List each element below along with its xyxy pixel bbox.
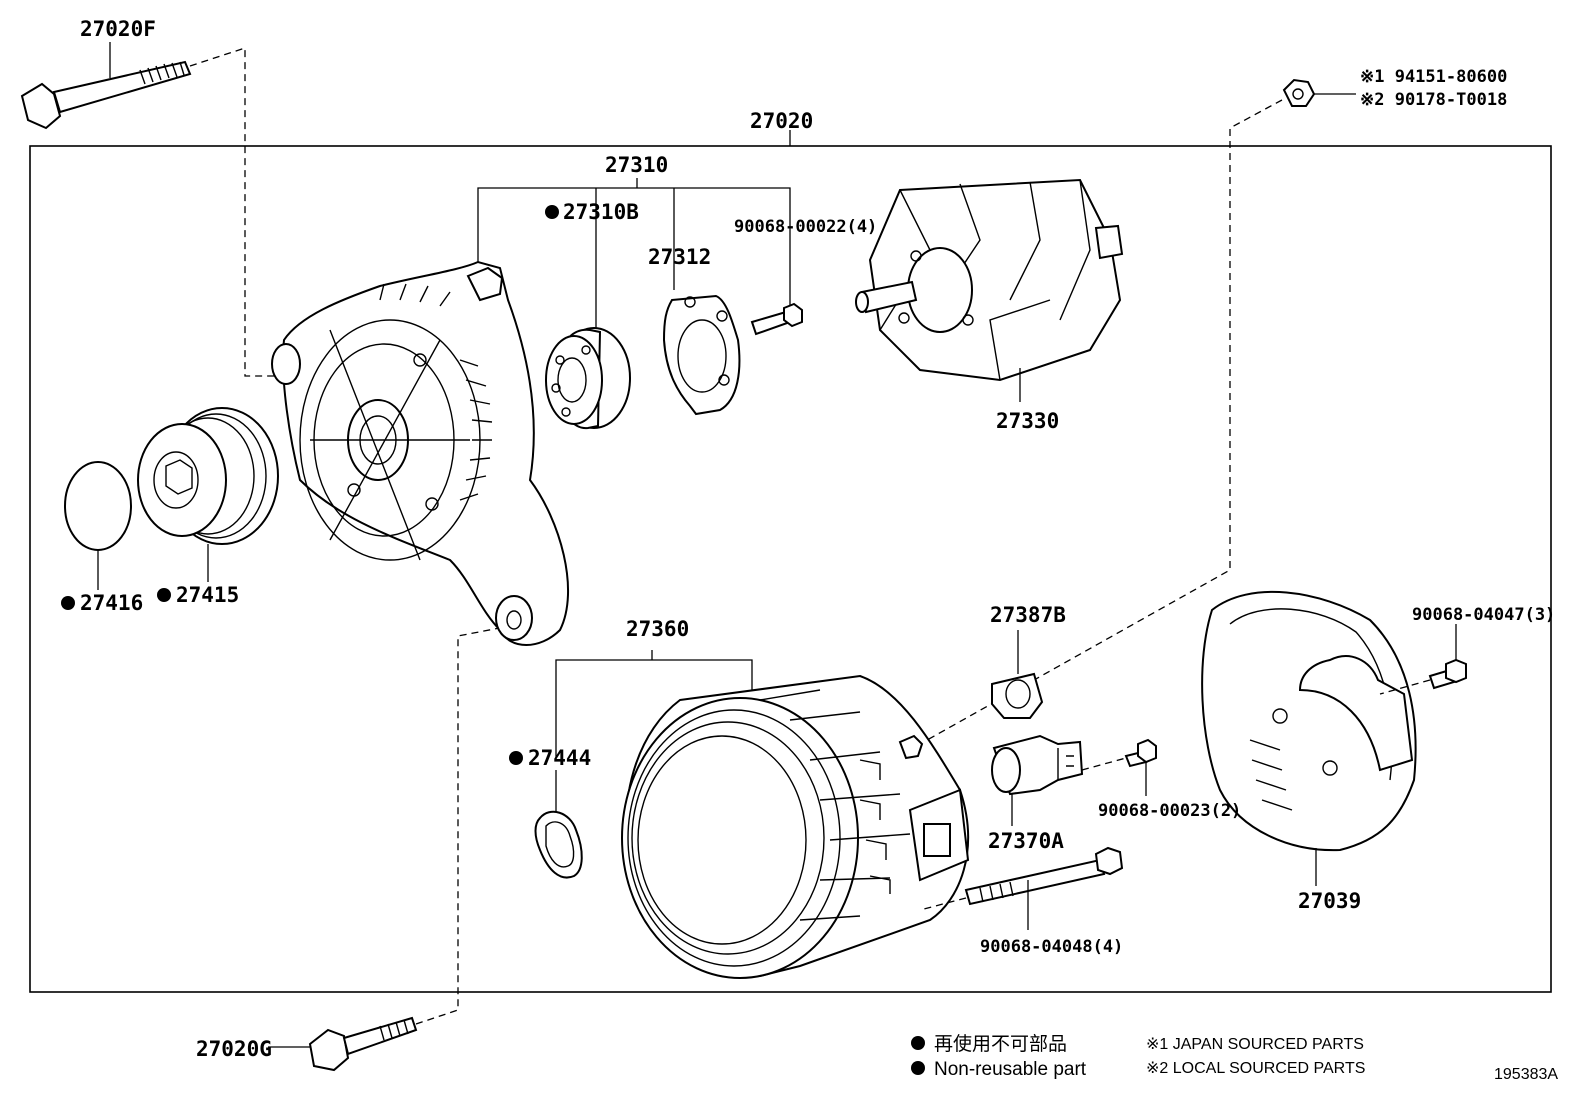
illustration-code: 195383A bbox=[1494, 1066, 1558, 1083]
drive-end-frame-27310[interactable] bbox=[271, 260, 569, 646]
label-90068-04048: 90068-04048(4) bbox=[980, 937, 1123, 957]
label-90068-00023: 90068-00023(2) bbox=[1098, 801, 1241, 821]
bolt-27020G[interactable] bbox=[308, 1016, 418, 1072]
legend-bullet bbox=[911, 1061, 925, 1075]
label-27387B: 27387B bbox=[990, 603, 1066, 627]
legend-en-text: Non-reusable part bbox=[934, 1059, 1087, 1080]
legend-jp-text: 再使用不可部品 bbox=[934, 1033, 1067, 1055]
label-27330: 27330 bbox=[996, 409, 1059, 433]
non-reusable-mark bbox=[509, 751, 523, 765]
nut-94151-80600[interactable] bbox=[1282, 78, 1316, 107]
label-27310: 27310 bbox=[605, 153, 668, 177]
cap-27416[interactable] bbox=[64, 461, 132, 551]
label-27444: 27444 bbox=[528, 746, 591, 770]
retainer-27312[interactable] bbox=[662, 294, 741, 416]
stator-housing-27360[interactable] bbox=[621, 674, 970, 979]
label-27360: 27360 bbox=[626, 617, 689, 641]
label-27020F: 27020F bbox=[80, 17, 156, 41]
cap-27387B[interactable] bbox=[991, 672, 1044, 719]
non-reusable-mark bbox=[157, 588, 171, 602]
legend-japan-sourced: ※1 JAPAN SOURCED PARTS bbox=[1146, 1036, 1364, 1053]
bolt-27020F[interactable] bbox=[20, 60, 192, 130]
note-1: ※1 94151-80600 bbox=[1360, 67, 1507, 87]
rotor-27330[interactable] bbox=[855, 178, 1124, 382]
legend-bullet bbox=[911, 1036, 925, 1050]
note-2: ※2 90178-T0018 bbox=[1360, 90, 1507, 110]
gasket-27444[interactable] bbox=[534, 810, 583, 879]
nut-90068-04047[interactable] bbox=[1428, 658, 1467, 690]
label-27039: 27039 bbox=[1298, 889, 1361, 913]
regulator-27370A[interactable] bbox=[991, 734, 1084, 796]
screw-90068-00023[interactable] bbox=[1124, 738, 1157, 768]
legend-local-sourced: ※2 LOCAL SOURCED PARTS bbox=[1146, 1060, 1365, 1077]
label-27370A: 27370A bbox=[988, 829, 1064, 853]
pulley-27415[interactable] bbox=[137, 407, 279, 545]
label-27020: 27020 bbox=[750, 109, 813, 133]
non-reusable-mark bbox=[61, 596, 75, 610]
label-90068-04047: 90068-04047(3) bbox=[1412, 605, 1555, 625]
label-90068-00022: 90068-00022(4) bbox=[734, 217, 877, 237]
bolt-90068-04048[interactable] bbox=[964, 846, 1124, 906]
label-27415: 27415 bbox=[176, 583, 239, 607]
rear-cover-27039[interactable] bbox=[1201, 590, 1417, 852]
non-reusable-mark bbox=[545, 205, 559, 219]
bearing-27310B[interactable] bbox=[545, 327, 631, 430]
label-27416: 27416 bbox=[80, 591, 143, 615]
screw-90068-00022[interactable] bbox=[750, 302, 803, 336]
label-27312: 27312 bbox=[648, 245, 711, 269]
label-27310B: 27310B bbox=[563, 200, 639, 224]
label-27020G: 27020G bbox=[196, 1037, 272, 1061]
